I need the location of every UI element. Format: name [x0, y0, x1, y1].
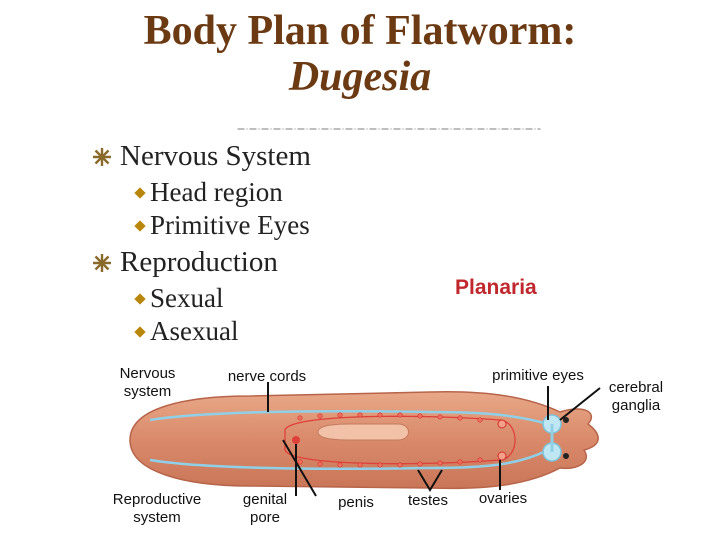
- sub-bullet-text: Asexual: [150, 316, 239, 346]
- bullet-nervous-system: Nervous System: [92, 140, 311, 173]
- bullet-text: Nervous System: [120, 140, 311, 172]
- title-line-1: Body Plan of Flatworm:: [143, 8, 577, 54]
- star-bullet-icon: [93, 253, 111, 272]
- label-ovaries: ovaries: [478, 490, 528, 507]
- label-reproductive-system: Reproductive system: [92, 491, 222, 527]
- star-bullet-icon: [93, 147, 111, 166]
- sub-bullet-text: Sexual: [150, 283, 224, 313]
- label-line: Reproductive: [112, 491, 202, 508]
- label-line: pore: [249, 509, 281, 526]
- label-nerve-cords: nerve cords: [227, 368, 307, 385]
- label-line: cerebral: [608, 379, 664, 396]
- slide-title: Body Plan of Flatworm: Dugesia: [0, 8, 720, 100]
- label-line: system: [123, 383, 172, 400]
- label-nervous-system: Nervous system: [100, 365, 195, 401]
- title-divider: [237, 128, 541, 130]
- sub-bullet-primitive-eyes: Primitive Eyes: [134, 210, 310, 241]
- sub-bullet-text: Head region: [150, 177, 283, 207]
- reproductive-duct: [284, 415, 516, 465]
- label-genital-pore: genital pore: [228, 491, 302, 527]
- genital-pore: [292, 436, 300, 444]
- sub-bullet-head-region: Head region: [134, 177, 283, 208]
- pharynx: [317, 423, 409, 441]
- label-primitive-eyes: primitive eyes: [492, 367, 584, 384]
- figure-heading: Planaria: [455, 276, 537, 299]
- nerve-cord-upper: [149, 410, 549, 426]
- ovary: [497, 451, 507, 461]
- label-cerebral-ganglia: cerebral ganglia: [596, 379, 676, 415]
- bullet-text: Reproduction: [120, 246, 278, 278]
- label-line: system: [133, 509, 181, 526]
- label-penis: penis: [338, 494, 374, 511]
- sub-bullet-text: Primitive Eyes: [150, 210, 310, 240]
- label-line: Nervous: [119, 365, 176, 382]
- sub-bullet-sexual: Sexual: [134, 283, 224, 314]
- ovary: [497, 419, 507, 429]
- primitive-eye: [563, 417, 569, 423]
- label-line: ganglia: [611, 397, 661, 414]
- title-line-2: Dugesia: [288, 54, 432, 100]
- testes-dots: [297, 412, 483, 468]
- nerve-cord-lower: [149, 448, 549, 470]
- label-line: genital: [242, 491, 288, 508]
- sub-bullet-asexual: Asexual: [134, 316, 239, 347]
- label-testes: testes: [407, 492, 449, 509]
- pointer-lines: [267, 382, 601, 497]
- bullet-reproduction: Reproduction: [92, 246, 278, 279]
- primitive-eye: [563, 453, 569, 459]
